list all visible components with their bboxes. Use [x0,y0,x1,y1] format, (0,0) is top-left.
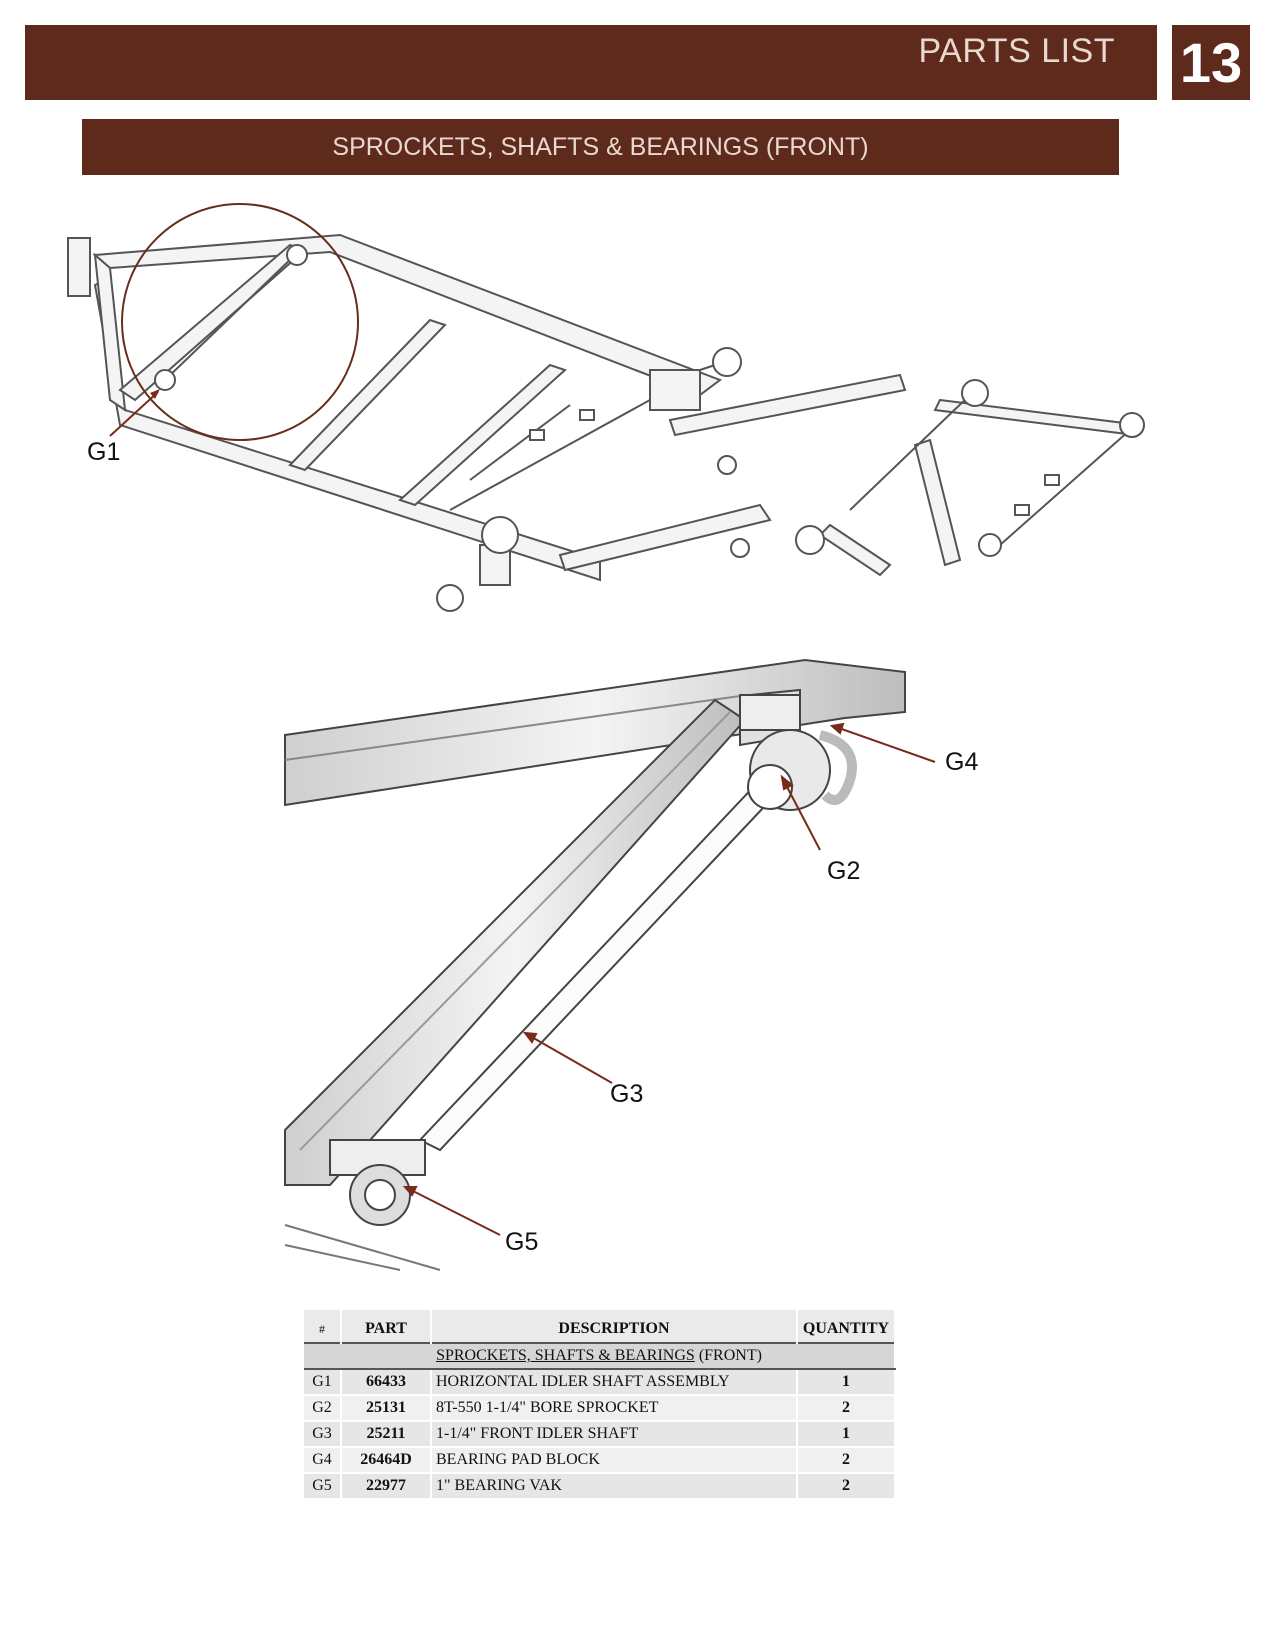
table-subheader: SPROCKETS, SHAFTS & BEARINGS (FRONT) [304,1342,896,1370]
header-bar [25,25,1157,100]
frame-overview-illustration [67,203,1145,612]
table-row: G1 66433 HORIZONTAL IDLER SHAFT ASSEMBLY… [304,1369,896,1396]
callout-g3: G3 [610,1080,644,1108]
section-title: SPROCKETS, SHAFTS & BEARINGS (FRONT) [82,119,1119,175]
table-row: G5 22977 1" BEARING VAK 2 [304,1473,896,1500]
table-row: G3 25211 1-1/4" FRONT IDLER SHAFT 1 [304,1421,896,1448]
page-title: PARTS LIST [918,32,1115,70]
col-header-description: DESCRIPTION [431,1310,798,1343]
table-row: G4 26464D BEARING PAD BLOCK 2 [304,1447,896,1474]
parts-table: # PART DESCRIPTION QUANTITY SPROCKETS, S… [304,1310,896,1500]
detail-illustration [284,658,936,1271]
col-header-quantity: QUANTITY [797,1310,896,1343]
callout-g4: G4 [945,748,979,776]
table-row: G2 25131 8T-550 1-1/4" BORE SPROCKET 2 [304,1395,896,1422]
table-subheader-row: SPROCKETS, SHAFTS & BEARINGS (FRONT) [304,1342,896,1370]
page-number: 13 [1172,25,1250,100]
col-header-num: # [304,1310,342,1343]
callout-g2: G2 [827,857,861,885]
col-header-part: PART [341,1310,432,1343]
table-header-row: # PART DESCRIPTION QUANTITY [304,1310,896,1343]
callout-g1: G1 [87,438,121,466]
highlight-circle [121,203,359,441]
callout-g5: G5 [505,1228,539,1256]
